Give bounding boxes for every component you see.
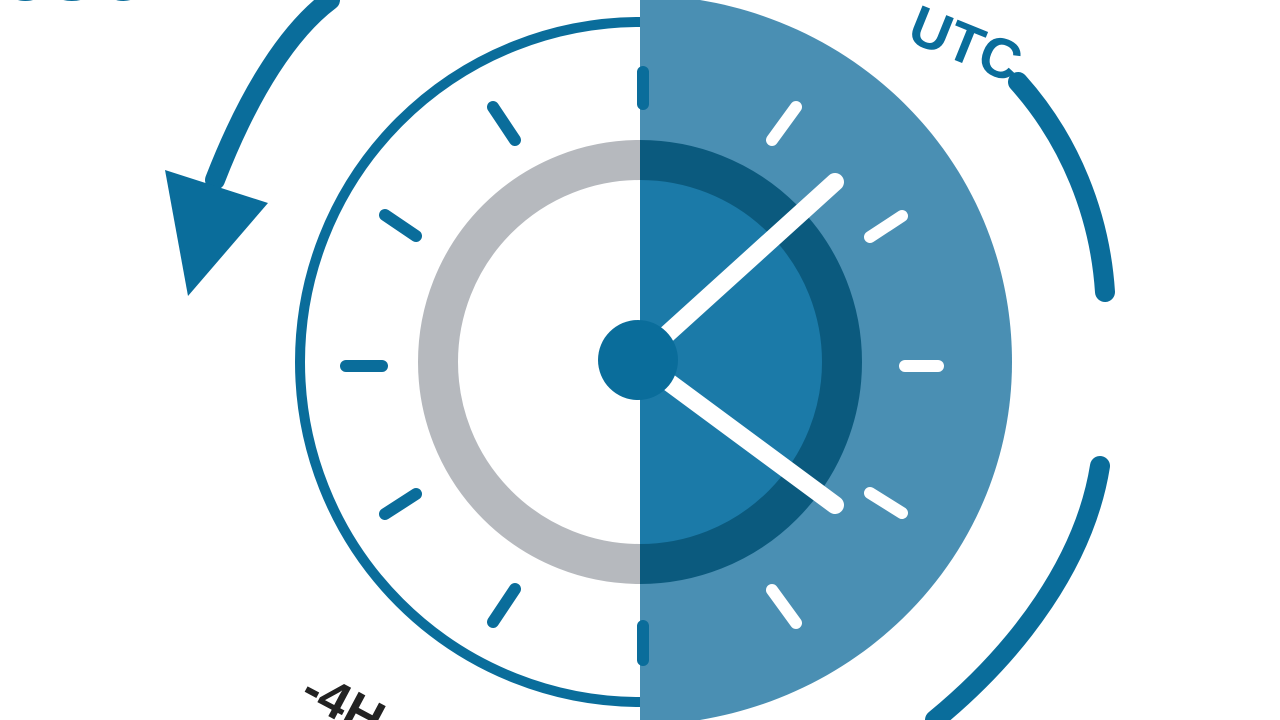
tick-marks-right	[766, 101, 944, 629]
arc-segment-right-upper	[1008, 72, 1115, 302]
clock-hour-hand	[646, 363, 844, 514]
clock-hands	[646, 173, 844, 514]
tick-8	[379, 488, 422, 520]
label-offset-bottom-partial: -4H	[292, 659, 393, 720]
label-est: EST	[0, 0, 140, 20]
clock-center-hub	[598, 320, 678, 400]
tick-10	[379, 209, 422, 242]
tick-2	[864, 210, 908, 243]
clock-inner-ring-left	[418, 140, 640, 584]
arrow-head-icon	[165, 170, 268, 296]
tick-marks-left	[340, 66, 649, 666]
conversion-arrows	[165, 0, 1115, 720]
label-utc: UTC	[0, 0, 147, 20]
clock	[295, 0, 1012, 720]
tick-4	[864, 487, 908, 519]
tick-7	[487, 583, 521, 628]
tick-11	[487, 101, 521, 146]
arc-segment-right-lower	[925, 456, 1110, 720]
tick-5	[766, 584, 802, 629]
curved-arrow-upper-left	[205, 0, 340, 190]
label-utc-top-partial: UTC	[901, 0, 1031, 94]
clock-minute-hand	[646, 173, 844, 354]
tick-1	[766, 101, 802, 146]
clock-outer-ring	[295, 17, 640, 707]
